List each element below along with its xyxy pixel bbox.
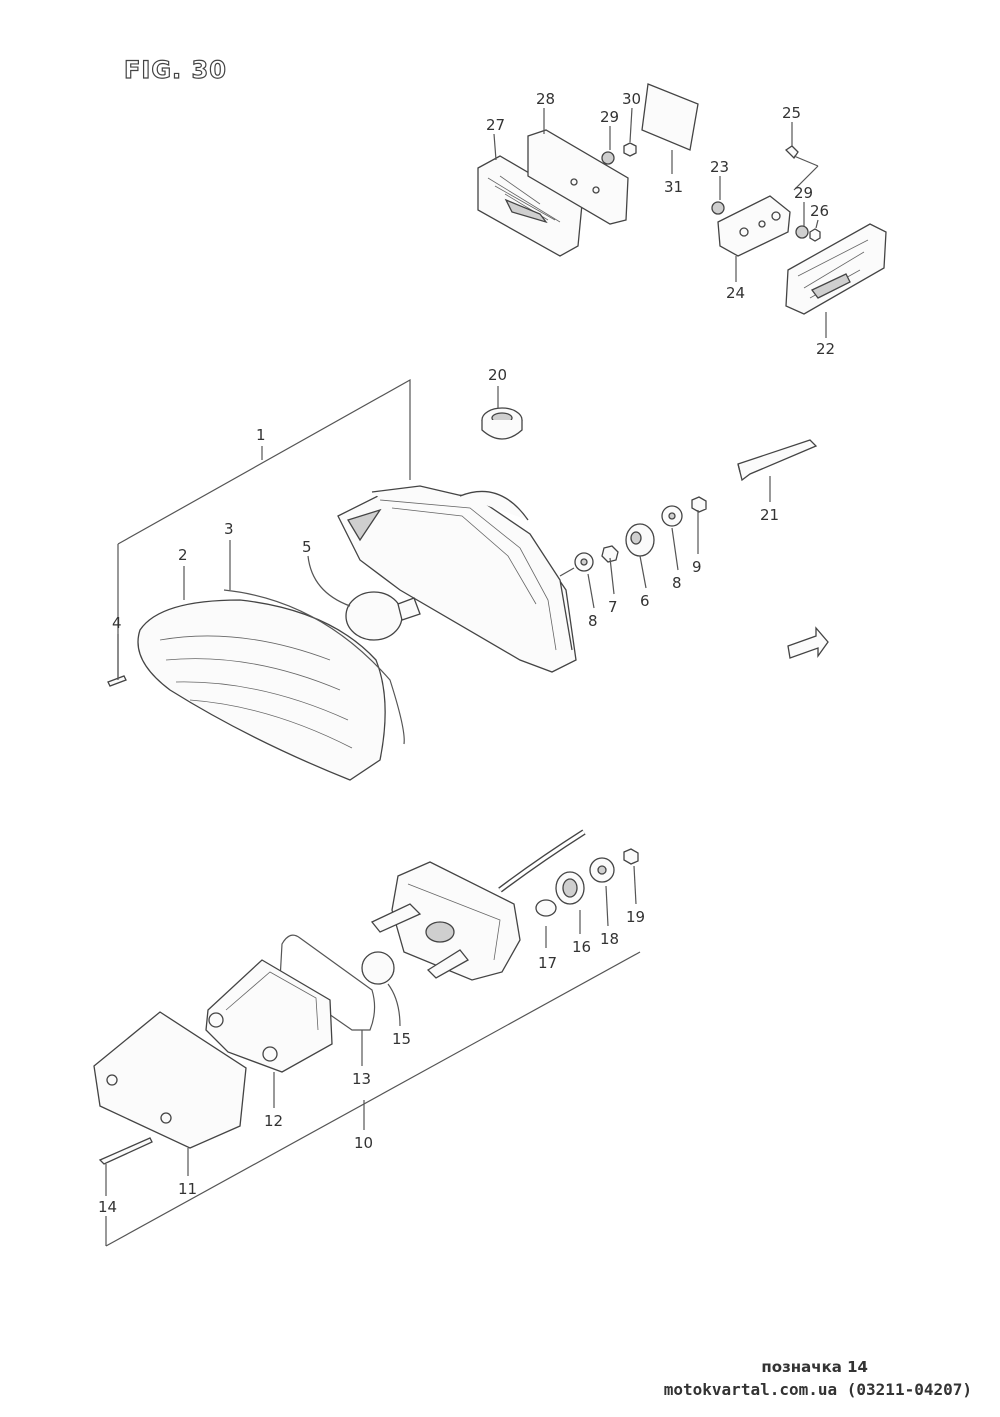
leader-lines-bottom	[105, 865, 637, 1246]
label-22: 22	[816, 340, 835, 358]
forward-arrow-icon	[787, 626, 829, 659]
footer-website[interactable]: motokvartal.com.ua (03211-04207)	[663, 1380, 972, 1399]
label-29-top: 29	[600, 108, 619, 126]
label-9: 9	[692, 558, 702, 576]
reflector-assembly-left	[477, 83, 699, 257]
label-16: 16	[572, 938, 591, 956]
label-11: 11	[178, 1180, 197, 1198]
label-24: 24	[726, 284, 745, 302]
leader-lines-middle	[117, 386, 771, 680]
label-31: 31	[664, 178, 683, 196]
label-3: 3	[224, 520, 234, 538]
label-7: 7	[608, 598, 618, 616]
label-30: 30	[622, 90, 641, 108]
label-12: 12	[264, 1112, 283, 1130]
label-15: 15	[392, 1030, 411, 1048]
label-27: 27	[486, 116, 505, 134]
label-19: 19	[626, 908, 645, 926]
label-1: 1	[256, 426, 266, 444]
label-5: 5	[302, 538, 312, 556]
label-8-right: 8	[672, 574, 682, 592]
label-6: 6	[640, 592, 650, 610]
label-14: 14	[98, 1198, 117, 1216]
tail-lamp-assembly	[107, 378, 829, 781]
label-20: 20	[488, 366, 507, 384]
label-28: 28	[536, 90, 555, 108]
label-13: 13	[352, 1070, 371, 1088]
label-10: 10	[354, 1134, 373, 1152]
leader-lines-top	[493, 107, 827, 338]
label-21: 21	[760, 506, 779, 524]
label-29-right: 29	[794, 184, 813, 202]
label-17: 17	[538, 954, 557, 972]
label-25: 25	[782, 104, 801, 122]
reflector-assembly-right	[711, 145, 887, 315]
label-26: 26	[810, 202, 829, 220]
label-2: 2	[178, 546, 188, 564]
label-18: 18	[600, 930, 619, 948]
footer-caption: позначка 14	[761, 1358, 868, 1376]
figure-title: FIG. 30	[124, 56, 227, 84]
part-labels: 27 28 29 30 31 25 23 29 26 24 22 20 1 2 …	[98, 90, 835, 1216]
license-lamp-assembly	[93, 829, 641, 1247]
label-23: 23	[710, 158, 729, 176]
label-4: 4	[112, 614, 122, 632]
label-8-left: 8	[588, 612, 598, 630]
